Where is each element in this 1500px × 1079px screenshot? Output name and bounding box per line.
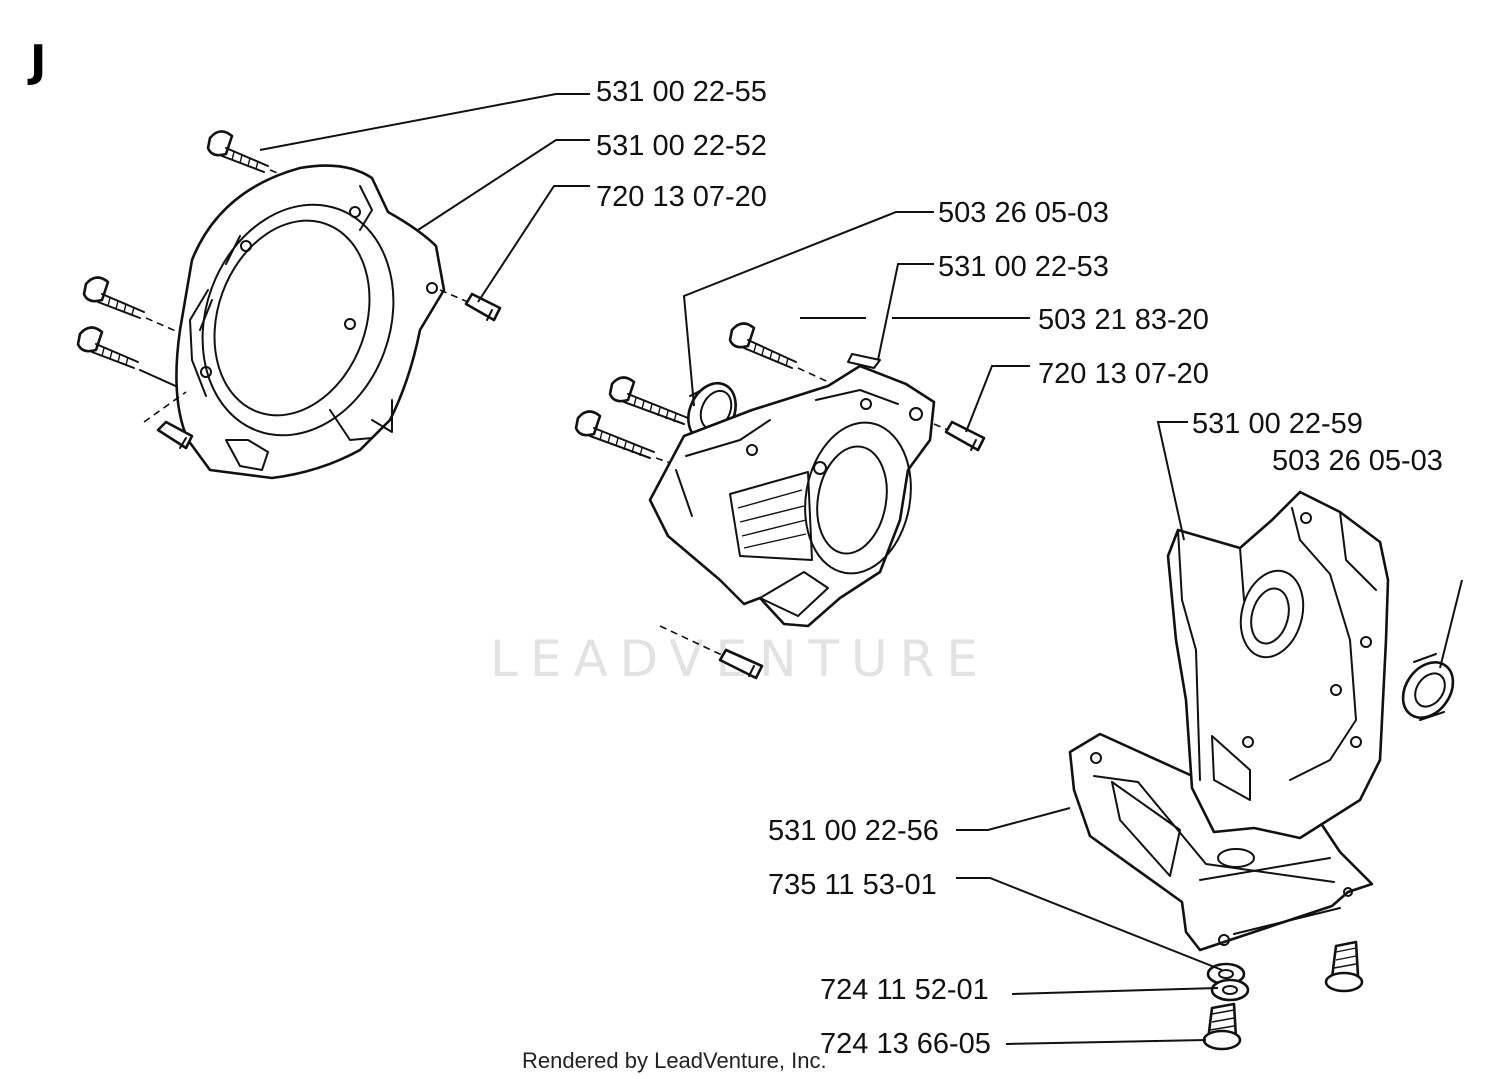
washer-flat [1210, 978, 1250, 1002]
screw-mid-top [728, 322, 851, 393]
pin-left [143, 391, 194, 450]
part-label: 720 13 07-20 [1038, 358, 1209, 390]
part-label: 531 00 22-53 [938, 251, 1109, 283]
leader-lines [259, 93, 1463, 1045]
screw-left-lower [76, 326, 181, 389]
part-label: 531 00 22-55 [596, 76, 767, 108]
screw-bracket [1324, 940, 1364, 993]
part-label: 720 13 07-20 [596, 181, 767, 213]
screw-bottom [1202, 1002, 1242, 1051]
pin-right-top [439, 289, 502, 322]
part-label: 503 21 83-20 [1038, 304, 1209, 336]
part-label: 531 00 22-52 [596, 130, 767, 162]
pin-mid-bottom [659, 625, 764, 680]
part-labels: 531 00 22-55 531 00 22-52 720 13 07-20 5… [596, 76, 1443, 1060]
crankcase-bracket-assembly [1068, 490, 1455, 1051]
part-label: 503 26 05-03 [938, 197, 1109, 229]
screw-left-upper [82, 276, 179, 333]
pin-mid-right [933, 420, 986, 452]
clutch-cover-assembly [76, 130, 502, 480]
screw-mid-left-lower [574, 410, 691, 471]
section-letter: J [27, 36, 46, 87]
part-label: 531 00 22-56 [768, 815, 939, 847]
crankcase-half-assembly [574, 322, 986, 680]
part-label: 735 11 53-01 [768, 869, 937, 901]
part-label: 724 11 52-01 [820, 974, 989, 1006]
part-label: 503 26 05-03 [1272, 445, 1443, 477]
render-credit: Rendered by LeadVenture, Inc. [522, 1048, 827, 1073]
part-label: 724 13 66-05 [820, 1028, 991, 1060]
part-label: 531 00 22-59 [1192, 408, 1363, 440]
oil-seal-right [1401, 653, 1455, 721]
gasket-mid [847, 353, 881, 369]
